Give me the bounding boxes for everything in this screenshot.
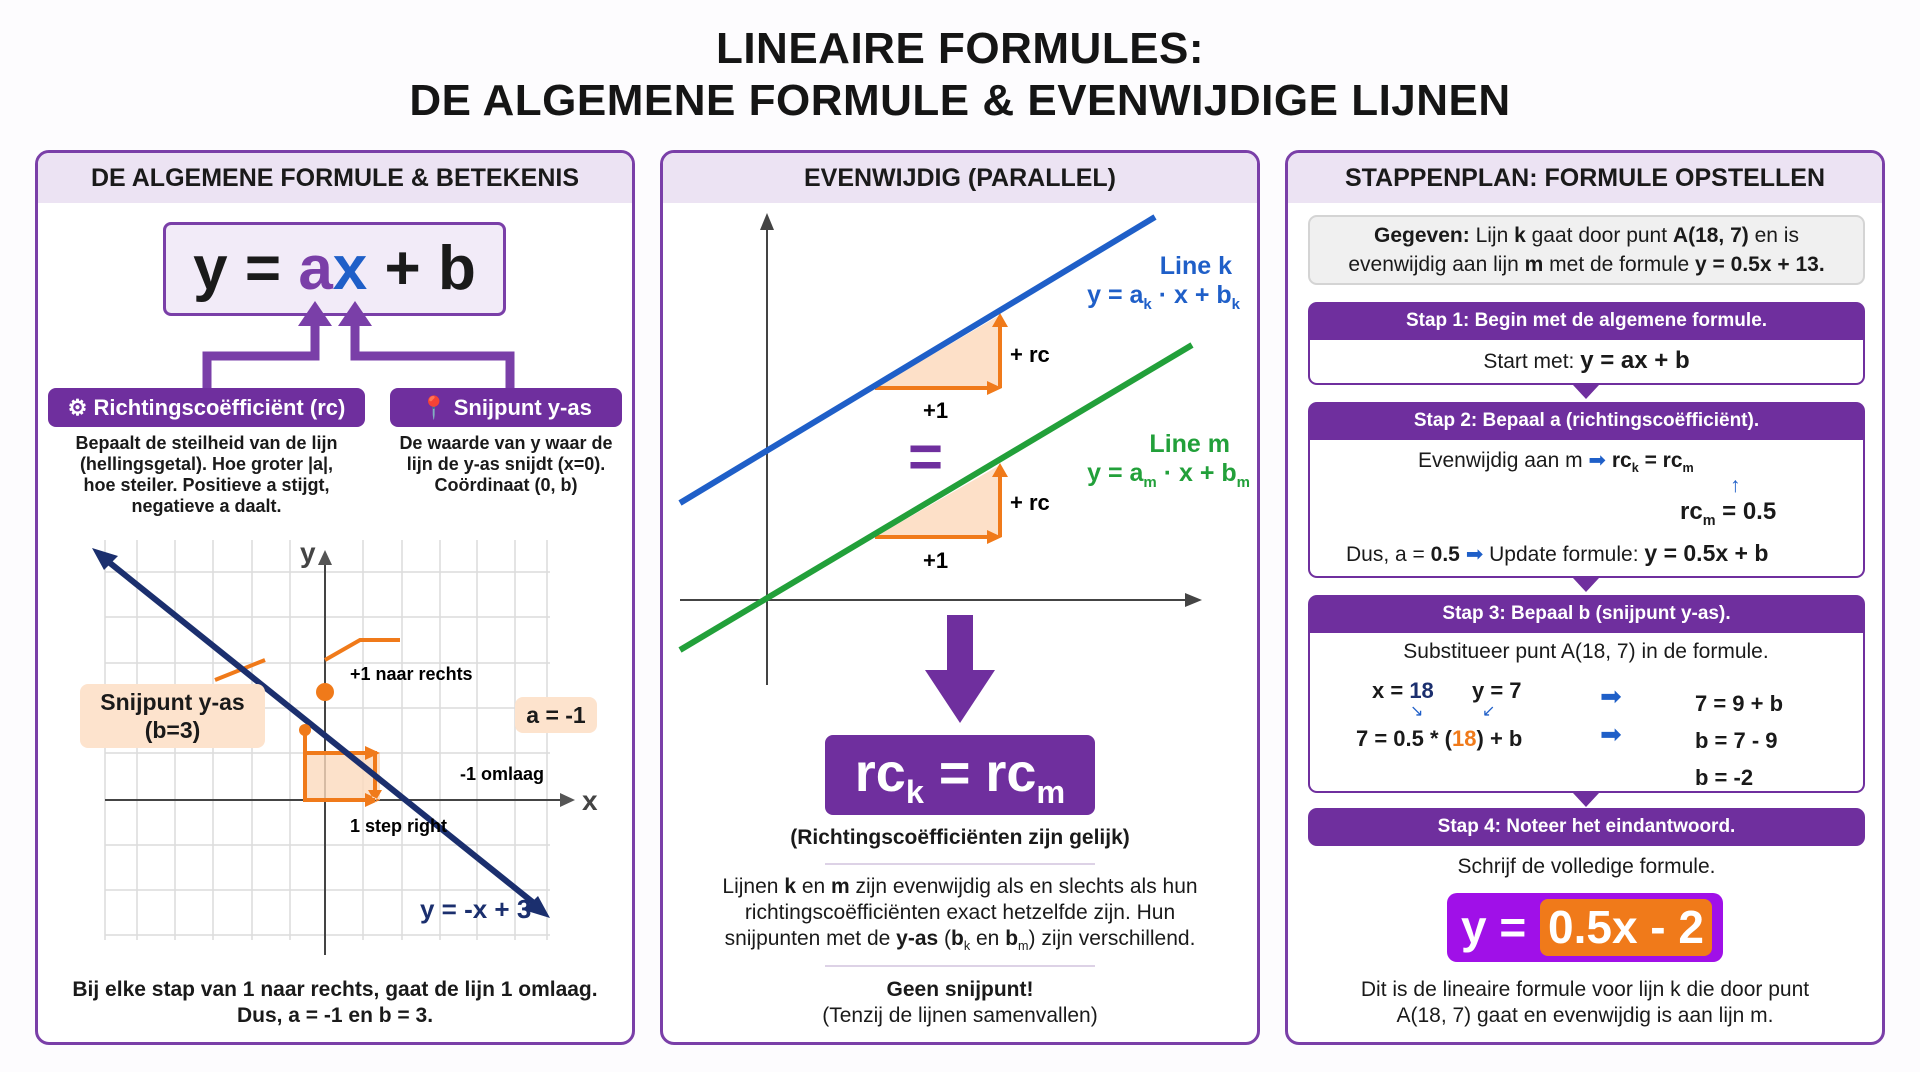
line-m [678,342,1194,653]
left-footer: Bij elke stap van 1 naar rechts, gaat de… [72,978,598,1027]
step-1-body: Start met: y = ax + b [1308,340,1865,385]
divider [825,965,1095,967]
rc-equal-box: rck = rcm [825,735,1095,815]
slope-callout: a = -1 [515,697,597,733]
map-pin-icon: 📍 [420,395,448,420]
snijpunt-label: 📍 Snijpunt y-as [390,388,622,427]
line-k [678,214,1157,506]
line-graph: y x +1 naar rechts -1 omlaag 1 step righ… [92,540,598,955]
svg-text:+ rc: + rc [1010,490,1050,515]
step-connector [1573,578,1599,592]
y-axis-label: y [300,540,316,568]
title-line-2: DE ALGEMENE FORMULE & EVENWIJDIGE LIJNEN [409,76,1511,125]
step-right-label: 1 step right [350,816,447,836]
title-line-1: LINEAIRE FORMULES: [715,24,1205,73]
line-y-minus-x-plus-3 [98,552,542,911]
svg-text:+1: +1 [923,548,948,573]
rc-description: Bepaalt de steilheid van de lijn(helling… [75,433,338,516]
formula-connector-arrows [202,301,515,391]
x-axis-label: x [582,785,598,816]
arrow-down-icon [925,615,995,723]
step-connector [1573,793,1599,807]
given-box: Gegeven: Lijn k gaat door punt A(18, 7) … [1308,215,1865,285]
panel-header: EVENWIJDIG (PARALLEL) [663,153,1257,203]
final-answer-box: y =0.5x - 2 [1447,893,1723,962]
naar-rechts-label: +1 naar rechts [350,664,473,684]
line-equation-label: y = -x + 3 [420,894,531,924]
svg-text:+ rc: + rc [1010,342,1050,367]
final-note: Dit is de lineaire formule voor lijn k d… [1360,978,1810,1027]
panel-parallel: EVENWIJDIG (PARALLEL) [660,150,1260,1045]
equals-sign: = [908,423,943,490]
step-3-header: Stap 3: Bepaal b (snijpunt y-as). [1308,595,1865,633]
no-intersection-note: Geen snijpunt!(Tenzij de lijnen samenval… [822,978,1098,1027]
omlaag-label: -1 omlaag [460,764,544,784]
step-2-header: Stap 2: Bepaal a (richtingscoëfficiënt). [1308,402,1865,440]
svg-text:+1: +1 [923,398,948,423]
rc-caption: (Richtingscoëfficiënten zijn gelijk) [790,826,1130,849]
parallel-description: Lijnen k en m zijn evenwijdig als en sle… [722,875,1198,954]
step-1-header: Stap 1: Begin met de algemene formule. [1308,302,1865,340]
rc-label: ⚙ Richtingscoëfficiënt (rc) [48,388,365,427]
step-3-body: Substitueer punt A(18, 7) in de formule.… [1308,633,1865,793]
divider [825,863,1095,865]
panel-header: DE ALGEMENE FORMULE & BETEKENIS [38,153,632,203]
y-intercept-point [316,683,334,701]
general-formula-box: y = ax + b [163,222,506,316]
step-4-text: Schrijf de volledige formule. [1457,855,1716,878]
parallel-graph: + rc + rc +1 +1 = [678,213,1202,685]
snijpunt-callout: Snijpunt y-as(b=3) [80,684,265,748]
gears-icon: ⚙ [67,395,88,420]
panel-header: STAPPENPLAN: FORMULE OPSTELLEN [1288,153,1882,203]
step-4-header: Stap 4: Noteer het eindantwoord. [1308,808,1865,846]
step-connector [1573,385,1599,399]
step-2-body: Evenwijdig aan m ➡ rck = rcm ↑ rcm = 0.5… [1308,440,1865,578]
